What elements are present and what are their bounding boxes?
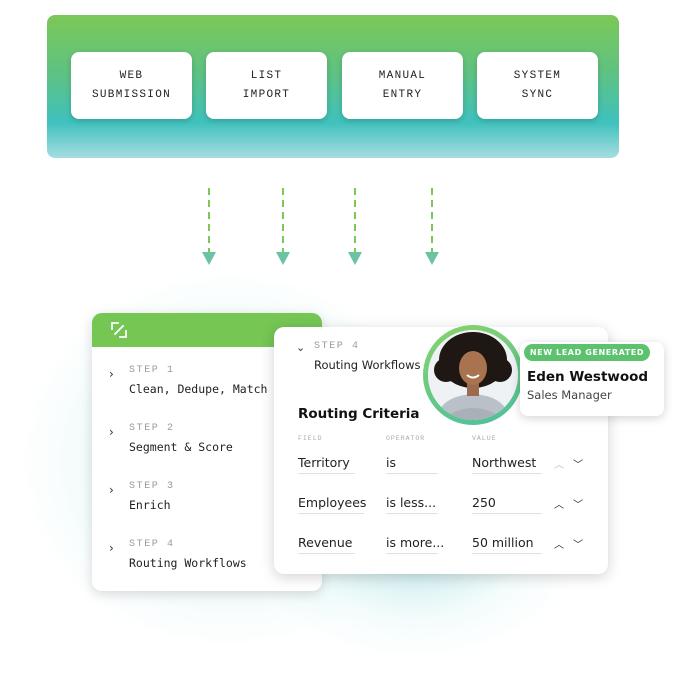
flow-arrow-3 — [348, 188, 362, 265]
source-manual-entry: MANUAL ENTRY — [342, 52, 463, 119]
chevron-down-icon[interactable]: ﹀ — [573, 460, 583, 471]
routing-step-name: Routing Workflows — [314, 358, 421, 372]
avatar — [428, 330, 518, 420]
chevron-up-icon[interactable]: ︿ — [554, 500, 564, 511]
source-web-submission: WEB SUBMISSION — [71, 52, 192, 119]
row-2-operator[interactable]: is less... — [386, 495, 437, 510]
chevron-right-icon: › — [109, 541, 114, 555]
new-lead-badge: NEW LEAD GENERATED — [524, 344, 650, 361]
step-name: Routing Workflows — [129, 556, 247, 570]
chevron-right-icon: › — [109, 367, 114, 381]
row-1-operator[interactable]: is — [386, 455, 396, 470]
column-header-value: VALUE — [472, 435, 497, 442]
chevron-down-icon[interactable]: ⌄ — [296, 341, 306, 354]
row-1-value[interactable]: Northwest — [472, 455, 537, 470]
row-1-operator-underline — [386, 473, 438, 474]
lead-profile-card: NEW LEAD GENERATED Eden Westwood Sales M… — [520, 342, 664, 416]
row-3-operator-underline — [386, 553, 438, 554]
step-label: STEP 4 — [129, 539, 175, 550]
row-2-operator-underline — [386, 513, 438, 514]
chevron-up-icon[interactable]: ︿ — [554, 460, 564, 471]
chevron-up-icon[interactable]: ︿ — [554, 540, 564, 551]
routing-criteria-title: Routing Criteria — [298, 406, 420, 422]
step-label: STEP 3 — [129, 481, 175, 492]
flow-arrow-4 — [425, 188, 439, 265]
row-1-field[interactable]: Territory — [298, 455, 350, 470]
row-2-value-underline — [472, 513, 542, 514]
source-system-sync: SYSTEM SYNC — [477, 52, 598, 119]
step-name: Clean, Dedupe, Match — [129, 382, 268, 396]
row-2-value[interactable]: 250 — [472, 495, 496, 510]
lead-name: Eden Westwood — [527, 369, 649, 385]
step-item-4[interactable]: › STEP 4 Routing Workflows — [92, 539, 322, 579]
step-item-3[interactable]: › STEP 3 Enrich — [92, 481, 322, 521]
source-line: LIST — [250, 69, 283, 82]
source-line: ENTRY — [382, 88, 423, 101]
step-item-2[interactable]: › STEP 2 Segment & Score — [92, 423, 322, 463]
step-item-1[interactable]: › STEP 1 Clean, Dedupe, Match — [92, 365, 322, 405]
step-label: STEP 2 — [129, 423, 175, 434]
source-line: SYNC — [521, 88, 554, 101]
row-3-operator[interactable]: is more... — [386, 535, 445, 550]
row-3-value[interactable]: 50 million — [472, 535, 534, 550]
row-1-field-underline — [298, 473, 355, 474]
step-name: Enrich — [129, 498, 171, 512]
source-list-import: LIST IMPORT — [206, 52, 327, 119]
step-name: Segment & Score — [129, 440, 233, 454]
row-3-value-underline — [472, 553, 542, 554]
column-header-field: FIELD — [298, 435, 323, 442]
routing-step-label: STEP 4 — [314, 341, 360, 352]
source-line: WEB — [119, 69, 144, 82]
chevron-down-icon[interactable]: ﹀ — [573, 540, 583, 551]
lead-title: Sales Manager — [527, 388, 612, 402]
source-line: IMPORT — [242, 88, 291, 101]
chevron-down-icon[interactable]: ﹀ — [573, 500, 583, 511]
column-header-operator: OPERATOR — [386, 435, 426, 442]
flow-arrow-2 — [276, 188, 290, 265]
row-2-field-underline — [298, 513, 364, 514]
row-2-field[interactable]: Employees — [298, 495, 367, 510]
person-portrait-icon — [428, 330, 518, 420]
source-line: SUBMISSION — [91, 88, 171, 101]
source-line: MANUAL — [378, 69, 427, 82]
flow-arrow-1 — [202, 188, 216, 265]
step-label: STEP 1 — [129, 365, 175, 376]
data-sources-banner: WEB SUBMISSION LIST IMPORT MANUAL ENTRY SYS… — [47, 15, 619, 158]
row-3-field[interactable]: Revenue — [298, 535, 353, 550]
chevron-right-icon: › — [109, 425, 114, 439]
expand-arrows-icon — [111, 322, 127, 338]
chevron-right-icon: › — [109, 483, 114, 497]
source-line: SYSTEM — [513, 69, 562, 82]
row-3-field-underline — [298, 553, 355, 554]
row-1-value-underline — [472, 473, 542, 474]
